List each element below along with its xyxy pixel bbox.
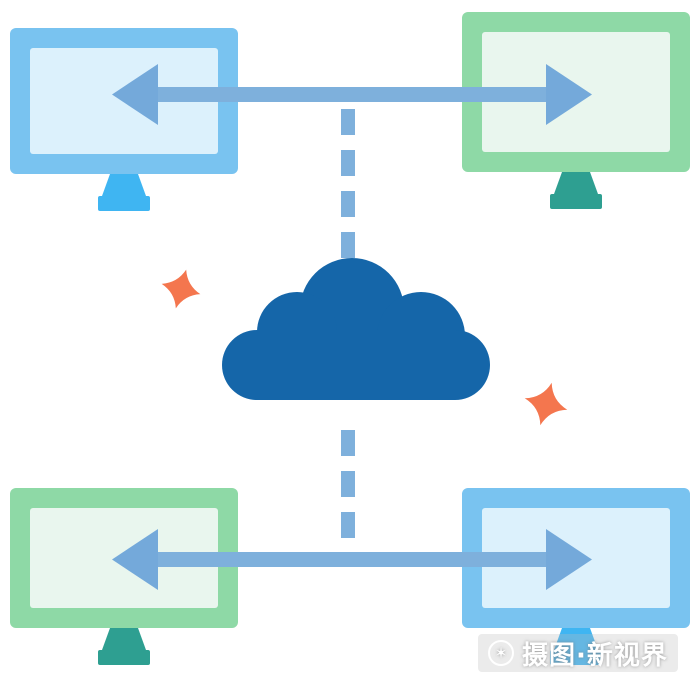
monitor-stand-base: [98, 196, 150, 211]
monitor-top-right: [462, 12, 690, 209]
monitor-top-left: [10, 28, 238, 211]
monitor-stand-neck: [102, 628, 146, 650]
monitor-stand-base: [550, 194, 602, 209]
cloud-base: [222, 330, 490, 400]
watermark-text: 摄图·新视界: [522, 640, 668, 671]
sparkle-left-icon: [161, 269, 201, 309]
right-arrowhead-icon: [546, 64, 592, 125]
left-arrowhead-icon: [112, 64, 158, 125]
monitor-stand-base: [98, 650, 150, 665]
bottom-link-bar: [150, 552, 550, 567]
monitor-bottom-left: [10, 488, 238, 665]
shetu-logo-icon: ✶: [488, 640, 514, 666]
sparkle-right-icon: [524, 382, 568, 426]
cloud-icon: [222, 258, 490, 400]
watermark: ✶ 摄图·新视界: [478, 634, 678, 672]
top-arrow-link: [112, 64, 592, 125]
monitor-stand-base: [550, 650, 602, 665]
top-link-bar: [150, 87, 550, 102]
monitor-stand-neck: [102, 174, 146, 196]
right-arrowhead-icon: [546, 529, 592, 590]
monitor-stand-neck: [554, 628, 598, 650]
left-arrowhead-icon: [112, 529, 158, 590]
monitor-stand-neck: [554, 172, 598, 194]
bottom-arrow-link: [112, 529, 592, 590]
